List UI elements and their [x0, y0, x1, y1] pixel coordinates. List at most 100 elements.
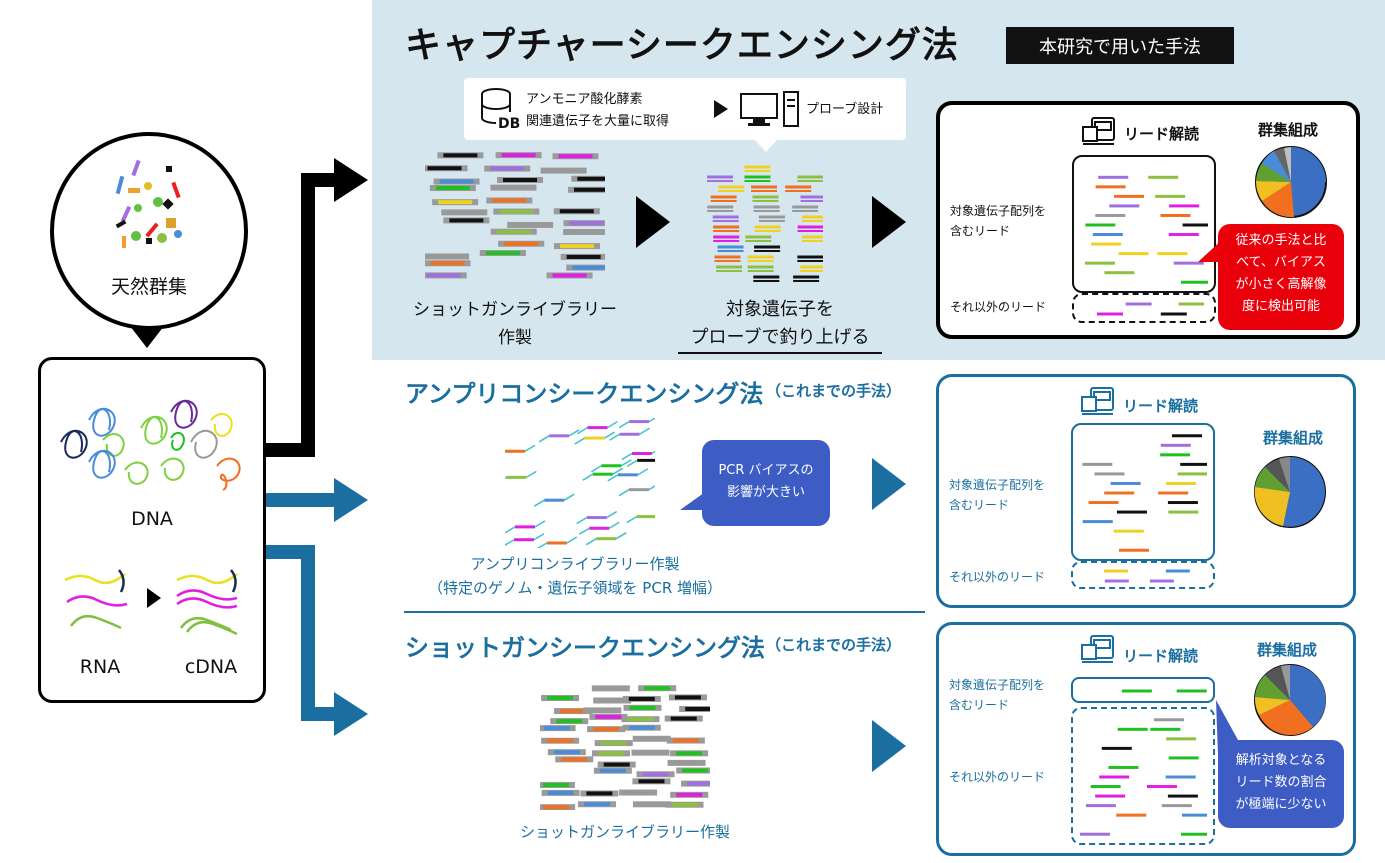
read-line [1182, 223, 1213, 227]
primer [536, 542, 548, 550]
read-line [601, 464, 622, 468]
read-line [1099, 775, 1130, 779]
read-line [1160, 443, 1191, 447]
read-line [676, 751, 703, 756]
capture-step-arrow-2 [872, 196, 906, 248]
read-line [797, 180, 824, 182]
read-line [549, 434, 570, 438]
read-line [1168, 756, 1199, 760]
read-line [595, 714, 622, 719]
amplicon-target-reads-label-2: 含むリード [949, 498, 1010, 512]
amplicon-method-title: アンプリコンシークエンシング法 [405, 380, 764, 408]
read-line [785, 185, 812, 189]
capture-callout-pointer [1198, 238, 1224, 262]
read-line [754, 245, 781, 249]
read-line [566, 254, 601, 259]
read-line [637, 458, 658, 462]
read-fragments [707, 165, 829, 282]
read-line [1125, 302, 1152, 306]
read-fragments [1096, 302, 1205, 316]
bubble-pointer [130, 326, 164, 348]
read-line [573, 187, 608, 192]
read-line [1104, 491, 1135, 495]
read-line [747, 260, 774, 262]
read-line [1161, 804, 1192, 808]
read-line [713, 225, 740, 229]
read-line [1095, 794, 1126, 798]
shotgun-community-label: 群集組成 [1257, 641, 1318, 659]
read-line [1171, 434, 1202, 438]
read-line [430, 261, 465, 266]
read-line [542, 783, 569, 788]
read-line [583, 802, 610, 807]
this-study-badge: 本研究で用いた手法 [1006, 27, 1234, 64]
read-fragments [1103, 569, 1190, 583]
read-line [560, 709, 587, 714]
read-line [559, 244, 594, 249]
read-line [713, 235, 740, 239]
read-line [496, 185, 531, 190]
primer [582, 473, 594, 481]
capture-other-reads-label: それ以外のリード [950, 300, 1047, 314]
read-line [674, 695, 701, 700]
primer [637, 468, 649, 476]
amplicon-library-label-2: （特定のゲノム・遺伝子領域を PCR 増幅） [427, 579, 723, 597]
read-fragments [1079, 718, 1212, 836]
primer [568, 429, 580, 437]
amplicon-result-box: リード解読 群集組成 対象遺伝子配列を 含むリード それ以外のリード [936, 374, 1356, 608]
read-line [603, 762, 630, 767]
shotgun-connector [262, 545, 336, 721]
read-line [682, 768, 709, 773]
shotgun-callout-line-3: が極端に少ない [1235, 797, 1327, 812]
read-line [672, 738, 699, 743]
read-line [712, 215, 739, 219]
primer [538, 435, 550, 443]
read-line [504, 241, 539, 246]
shotgun-sequencer-icon [1081, 635, 1114, 663]
shotgun-other-reads-box [1071, 707, 1215, 845]
read-line [543, 805, 570, 810]
read-line [547, 696, 574, 701]
read-line [1109, 204, 1140, 208]
shotgun-callout-line-2: リード数の割合 [1235, 775, 1327, 790]
read-line [745, 240, 772, 242]
capture-callout-line-4: 度に検出可能 [1241, 299, 1320, 314]
read-line [718, 190, 745, 192]
read-line [1118, 548, 1149, 552]
capture-target-read-lines [1080, 163, 1213, 287]
read-line [439, 179, 474, 184]
read-line [710, 195, 737, 199]
primer [607, 474, 619, 482]
amplicon-target-reads-box [1071, 423, 1215, 561]
read-line [797, 225, 824, 229]
read-line [1173, 261, 1204, 265]
rna-label: RNA [79, 656, 121, 678]
primer [533, 499, 545, 507]
primer [648, 483, 660, 491]
read-line [1160, 453, 1191, 457]
primer [639, 427, 650, 435]
primer [615, 532, 627, 540]
primer [651, 446, 663, 455]
read-line [1167, 794, 1198, 798]
read-line [717, 250, 744, 252]
primer [618, 420, 630, 429]
primer [533, 533, 545, 541]
read-line [744, 175, 771, 179]
read-line [499, 209, 534, 214]
read-line [1177, 472, 1208, 476]
svg-text:DB: DB [498, 116, 520, 132]
read-line [802, 215, 829, 219]
dna-illustration [60, 399, 241, 491]
read-line [1090, 785, 1121, 789]
read-line [427, 166, 462, 171]
read-line [793, 275, 820, 279]
computer-icon [740, 91, 799, 127]
read-line [714, 260, 741, 262]
read-line [707, 205, 734, 209]
read-line [496, 229, 531, 234]
read-line [1169, 204, 1200, 208]
read-line [1091, 242, 1122, 246]
database-icon: DB [481, 88, 524, 132]
read-line [676, 792, 703, 797]
